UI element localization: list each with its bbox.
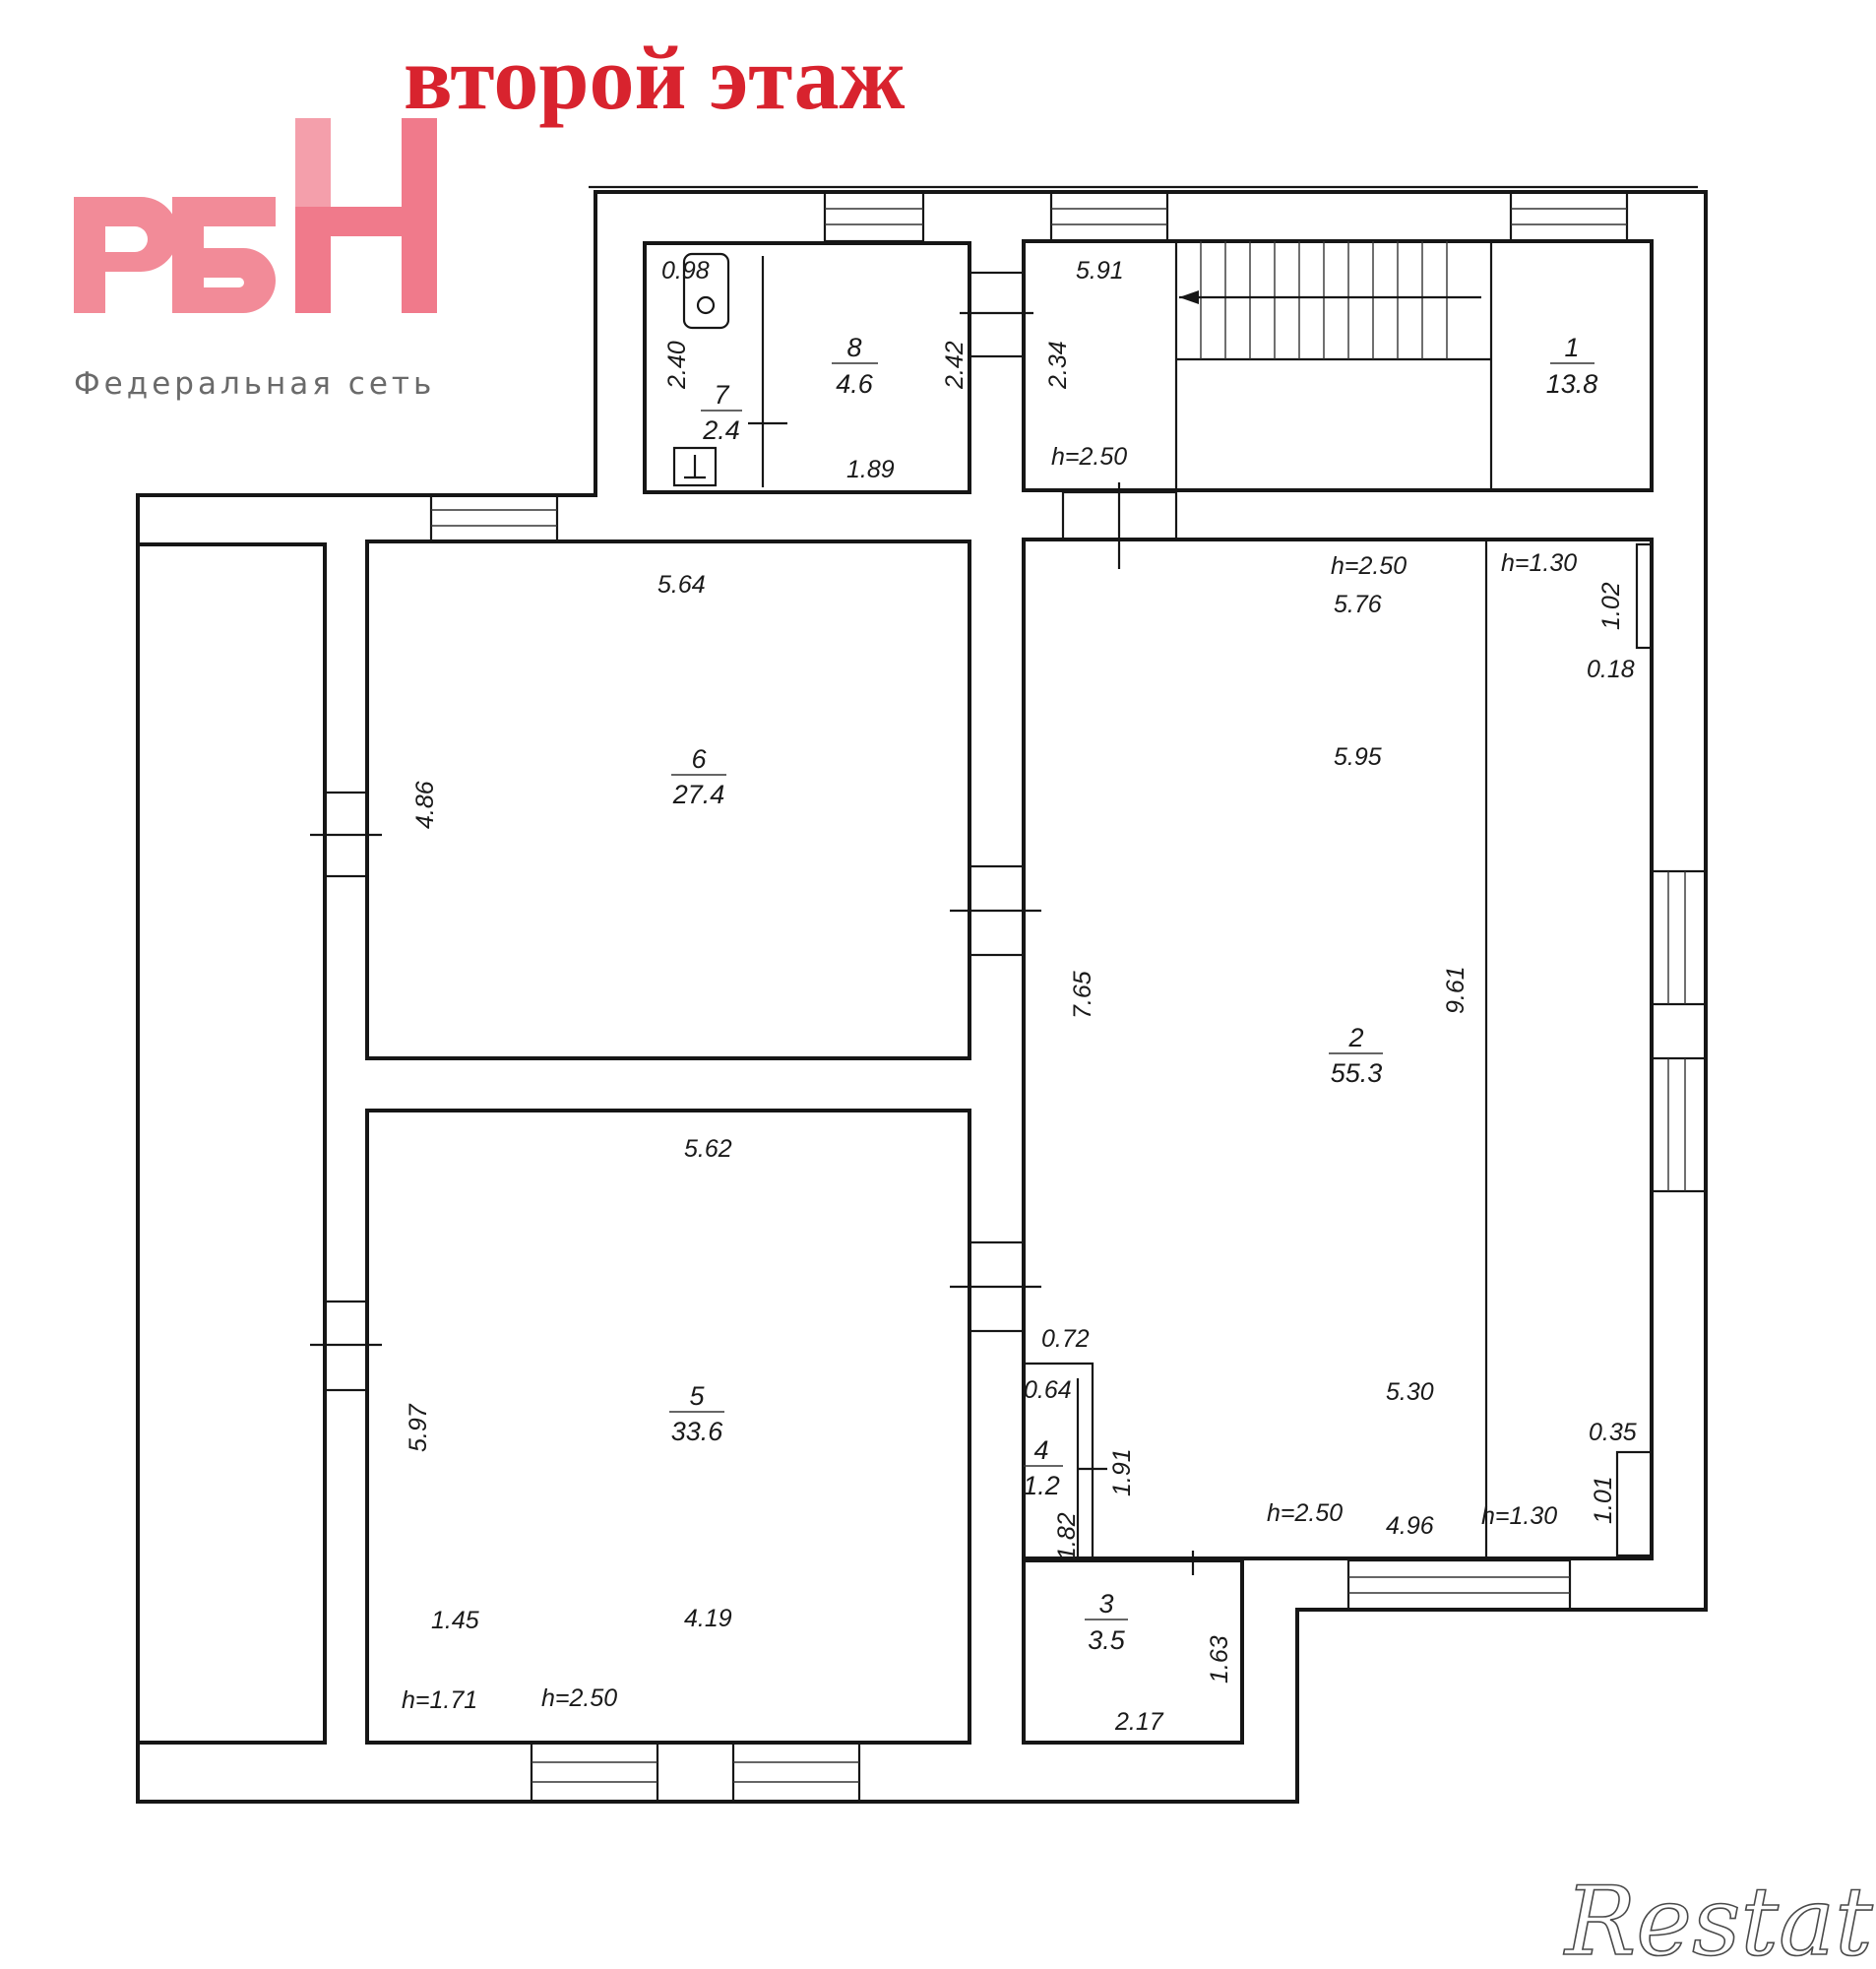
- svg-text:27.4: 27.4: [672, 780, 725, 809]
- room-label-5: 5 33.6: [669, 1381, 724, 1446]
- height-top: h=2.50: [1051, 443, 1127, 471]
- svg-text:13.8: 13.8: [1546, 369, 1598, 399]
- dim-240: 2.40: [663, 341, 691, 390]
- room-label-3: 3 3.5: [1085, 1589, 1128, 1655]
- dim-486: 4.86: [411, 781, 439, 829]
- room-label-8: 8 4.6: [832, 333, 878, 399]
- svg-text:4.6: 4.6: [836, 369, 874, 399]
- windows: [429, 190, 1708, 1804]
- stairs: [1179, 241, 1481, 359]
- dim-530: 5.30: [1386, 1378, 1434, 1406]
- room-3-outline: [1022, 1558, 1244, 1745]
- dim-102: 1.02: [1597, 582, 1625, 630]
- dim-182: 1.82: [1053, 1512, 1081, 1560]
- svg-text:33.6: 33.6: [671, 1417, 724, 1446]
- dim-765: 7.65: [1069, 971, 1096, 1019]
- room-label-7: 7 2.4: [701, 380, 742, 445]
- room-label-2: 2 55.3: [1329, 1023, 1383, 1088]
- floor-title: второй этаж: [404, 28, 906, 128]
- dim-419: 4.19: [684, 1605, 732, 1632]
- room-6-outline: [365, 540, 971, 1060]
- height-r2b: h=1.30: [1501, 549, 1577, 577]
- dim-562: 5.62: [684, 1135, 732, 1163]
- height-171: h=1.71: [402, 1686, 477, 1714]
- svg-text:7: 7: [714, 380, 729, 410]
- svg-text:6: 6: [691, 744, 707, 774]
- room-5-outline: [365, 1109, 971, 1745]
- dim-234: 2.34: [1044, 341, 1072, 390]
- corridor-outline: [138, 542, 327, 1745]
- room-label-1: 1 13.8: [1546, 333, 1598, 399]
- rbn-logo: [74, 118, 437, 313]
- dim-163: 1.63: [1206, 1635, 1233, 1683]
- dim-098: 0.98: [661, 257, 710, 285]
- svg-text:3.5: 3.5: [1088, 1625, 1126, 1655]
- niche-bottom-right: [1615, 1450, 1654, 1557]
- dim-595: 5.95: [1334, 743, 1382, 771]
- sink-icon: [672, 446, 718, 487]
- dim-035: 0.35: [1589, 1419, 1637, 1446]
- height-r5: h=2.50: [541, 1684, 617, 1712]
- svg-text:2: 2: [1347, 1023, 1363, 1052]
- svg-text:3: 3: [1098, 1589, 1113, 1619]
- dim-496: 4.96: [1386, 1512, 1434, 1540]
- height-r2a: h=2.50: [1331, 552, 1407, 580]
- restate-watermark: Restate: [1563, 1867, 1876, 1969]
- dim-191: 1.91: [1108, 1448, 1136, 1496]
- toilet-icon: [682, 252, 730, 330]
- dim-101: 1.01: [1590, 1476, 1617, 1524]
- stair-block-outline: [1022, 239, 1654, 492]
- room-label-4: 4 1.2: [1023, 1435, 1063, 1500]
- svg-text:8: 8: [846, 333, 861, 362]
- dim-189: 1.89: [846, 456, 895, 483]
- dimension-labels: 0.98 2.40 1.89 2.42 5.91 2.34 h=2.50 5.6…: [402, 257, 1637, 1736]
- room-label-6: 6 27.4: [671, 744, 726, 809]
- dim-064: 0.64: [1024, 1376, 1072, 1404]
- svg-text:4: 4: [1033, 1435, 1048, 1465]
- dim-591: 5.91: [1076, 257, 1124, 285]
- dim-018: 0.18: [1587, 656, 1635, 683]
- room-7-8-outline: [643, 241, 971, 494]
- dim-576: 5.76: [1334, 591, 1382, 618]
- dim-564: 5.64: [657, 571, 706, 599]
- dim-217: 2.17: [1114, 1708, 1164, 1736]
- logo-subtitle: Федеральная сеть: [74, 366, 435, 402]
- room-2-outline: [1022, 538, 1654, 1560]
- dim-072: 0.72: [1041, 1325, 1090, 1353]
- dim-961: 9.61: [1442, 966, 1470, 1014]
- niche-top-right: [1635, 542, 1654, 650]
- svg-text:5: 5: [689, 1381, 705, 1411]
- height-r2c: h=2.50: [1267, 1499, 1343, 1527]
- dim-242: 2.42: [941, 341, 969, 390]
- svg-text:1: 1: [1564, 333, 1579, 362]
- svg-text:55.3: 55.3: [1331, 1058, 1383, 1088]
- dim-597: 5.97: [405, 1403, 432, 1452]
- dim-145: 1.45: [431, 1607, 479, 1634]
- doors: [310, 271, 1195, 1575]
- svg-text:2.4: 2.4: [702, 415, 740, 445]
- svg-text:1.2: 1.2: [1023, 1471, 1060, 1500]
- height-r2d: h=1.30: [1481, 1502, 1557, 1530]
